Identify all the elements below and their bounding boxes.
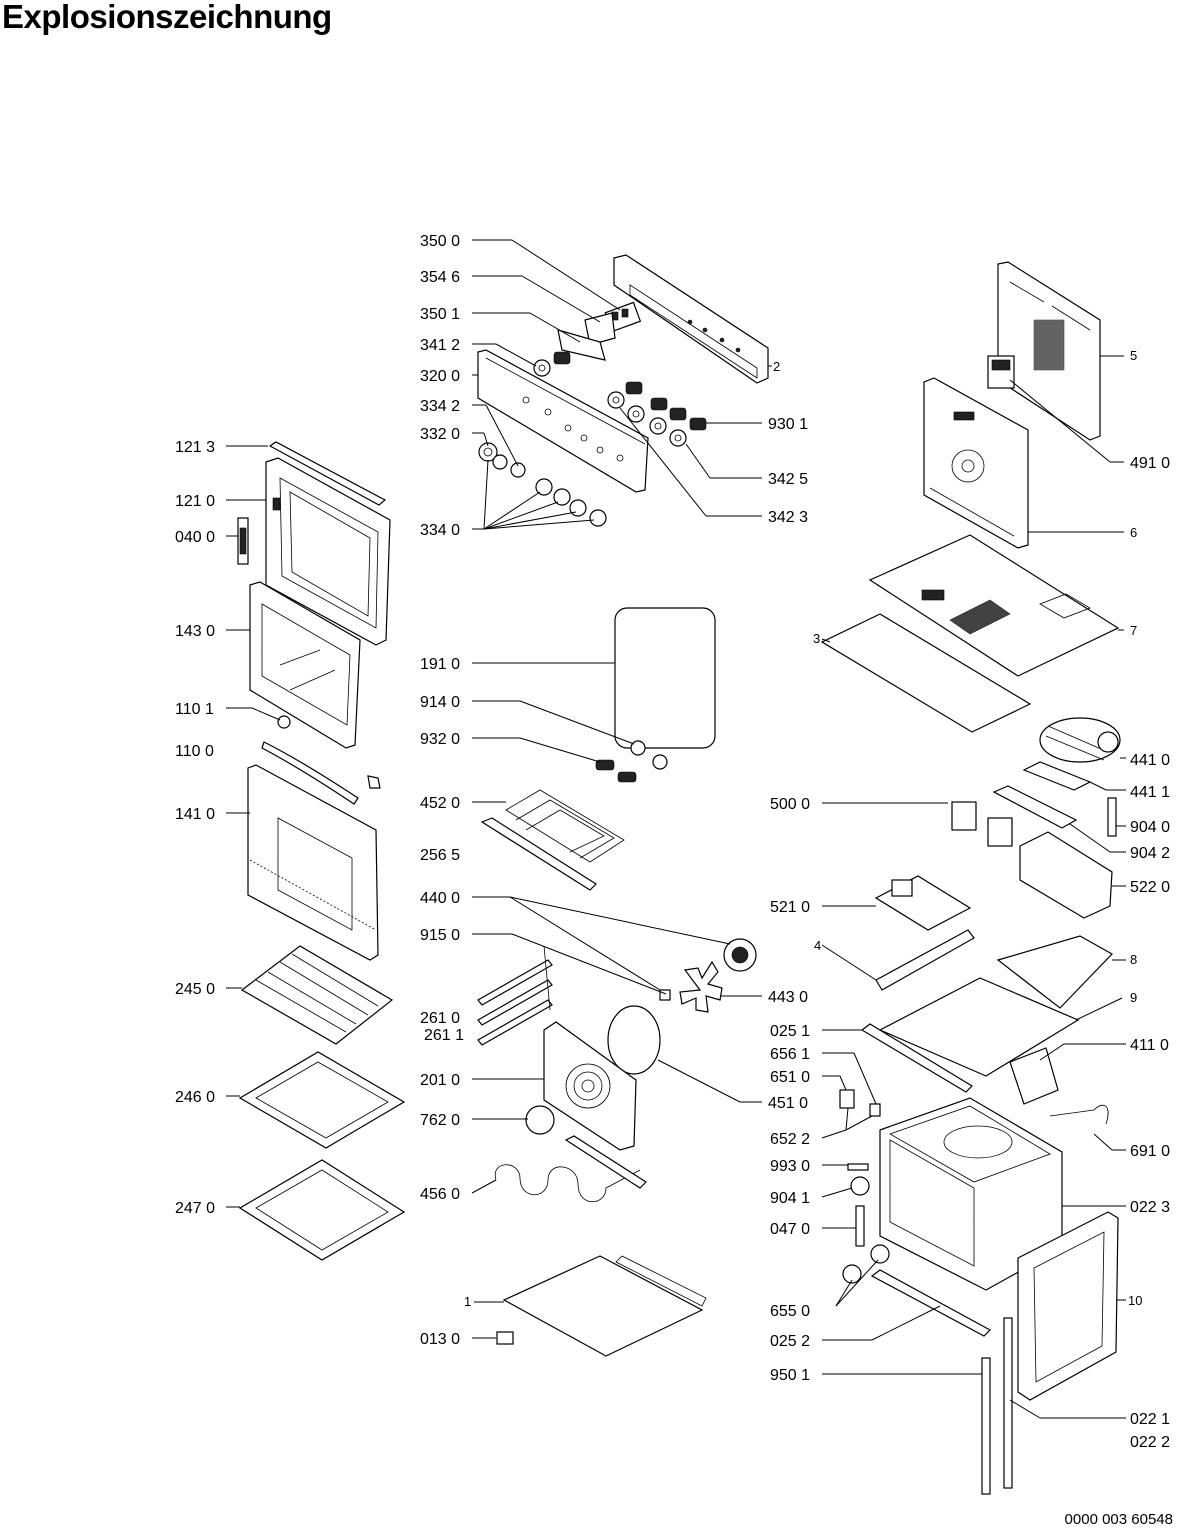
part-label: 651 0	[770, 1069, 810, 1086]
part-label: 191 0	[420, 656, 460, 673]
part-label: 320 0	[420, 368, 460, 385]
part-label: 201 0	[420, 1072, 460, 1089]
part-label: 522 0	[1130, 879, 1170, 896]
part-label: 691 0	[1130, 1143, 1170, 1160]
document-number: 0000 003 60548	[1064, 1511, 1173, 1528]
housing-group	[820, 261, 1121, 1495]
control-panel-group	[477, 254, 769, 527]
part-label: 411 0	[1130, 1037, 1169, 1054]
part-label: 4	[814, 938, 821, 953]
part-label: 121 3	[175, 439, 215, 456]
part-label: 451 0	[768, 1095, 808, 1112]
part-label: 904 2	[1130, 845, 1170, 862]
part-label: 441 0	[1130, 752, 1170, 769]
oven-interior-group	[477, 607, 757, 1357]
part-label: 025 2	[770, 1333, 810, 1350]
door-group	[237, 441, 391, 961]
part-label: 354 6	[420, 269, 460, 286]
part-label: 443 0	[768, 989, 808, 1006]
trays-group	[238, 945, 406, 1261]
part-label: 261 0	[420, 1010, 460, 1027]
part-label: 110 0	[175, 743, 214, 760]
part-label: 334 0	[420, 522, 460, 539]
part-label: 521 0	[770, 899, 810, 916]
part-label: 441 1	[1130, 784, 1170, 801]
part-label: 256 5	[420, 847, 460, 864]
part-label: 261 1	[424, 1027, 464, 1044]
panel-frame-part	[613, 254, 769, 384]
part-label: 047 0	[770, 1221, 810, 1238]
part-label: 8	[1130, 952, 1137, 967]
part-label: 141 0	[175, 806, 215, 823]
part-label: 904 0	[1130, 819, 1170, 836]
part-label: 950 1	[770, 1367, 810, 1384]
page-title: Explosionszeichnung	[2, 0, 332, 35]
part-labels: 350 0 354 6 350 1 341 2 320 0 334 2 332 …	[175, 233, 1170, 1451]
part-label: 022 3	[1130, 1199, 1170, 1216]
part-label: 904 1	[770, 1190, 810, 1207]
part-label: 440 0	[420, 890, 460, 907]
part-label: 993 0	[770, 1158, 810, 1175]
part-label: 013 0	[420, 1331, 460, 1348]
part-label: 932 0	[420, 731, 460, 748]
leader-lines	[226, 239, 1126, 1419]
part-label: 3	[813, 631, 820, 646]
part-label: 491 0	[1130, 455, 1170, 472]
part-label: 930 1	[768, 416, 808, 433]
part-label: 245 0	[175, 981, 215, 998]
part-label: 7	[1130, 623, 1137, 638]
part-label: 5	[1130, 348, 1137, 363]
part-label: 656 1	[770, 1046, 810, 1063]
part-label: 110 1	[175, 701, 214, 718]
part-label: 143 0	[175, 623, 215, 640]
part-label: 121 0	[175, 493, 215, 510]
part-label: 350 0	[420, 233, 460, 250]
part-label: 246 0	[175, 1089, 215, 1106]
part-label: 342 3	[768, 509, 808, 526]
part-label: 500 0	[770, 796, 810, 813]
part-label: 452 0	[420, 795, 460, 812]
part-label: 2	[773, 359, 780, 374]
part-label: 342 5	[768, 471, 808, 488]
part-label: 914 0	[420, 694, 460, 711]
part-label: 350 1	[420, 306, 460, 323]
part-label: 341 2	[420, 337, 460, 354]
part-label: 040 0	[175, 529, 215, 546]
part-label: 332 0	[420, 426, 460, 443]
part-label: 247 0	[175, 1200, 215, 1217]
part-label: 652 2	[770, 1131, 810, 1148]
part-label: 022 1	[1130, 1411, 1170, 1428]
part-label: 1	[464, 1294, 471, 1309]
part-label: 456 0	[420, 1186, 460, 1203]
part-label: 9	[1130, 990, 1137, 1005]
part-label: 6	[1130, 525, 1137, 540]
part-label: 025 1	[770, 1023, 810, 1040]
part-label: 10	[1128, 1293, 1142, 1308]
part-label: 655 0	[770, 1303, 810, 1320]
part-label: 022 2	[1130, 1434, 1170, 1451]
part-label: 915 0	[420, 927, 460, 944]
part-label: 762 0	[420, 1112, 460, 1129]
part-label: 334 2	[420, 398, 460, 415]
